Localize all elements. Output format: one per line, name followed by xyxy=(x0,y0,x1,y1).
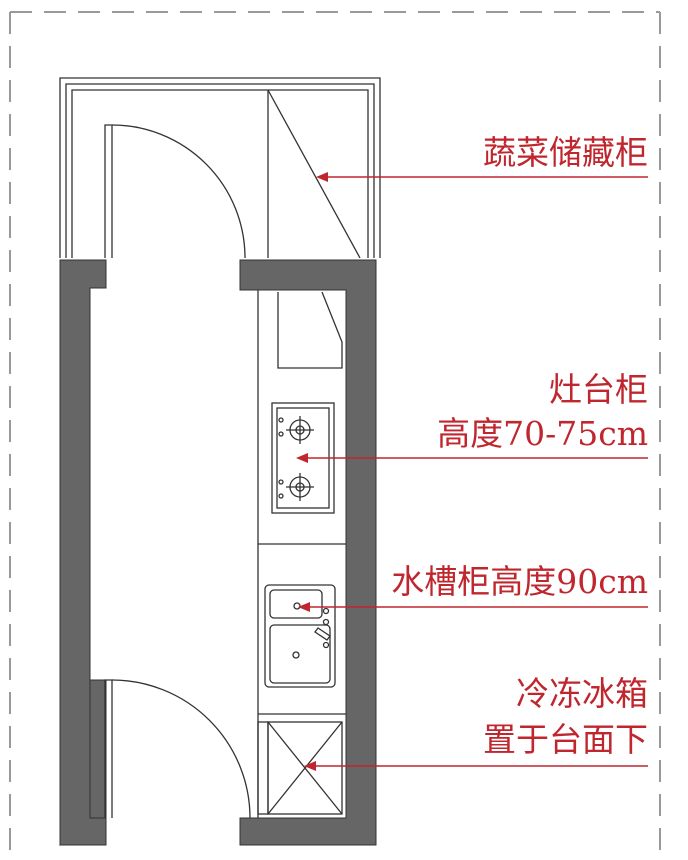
walls xyxy=(59,259,377,847)
label-stove-height: 高度70-75cm xyxy=(437,414,648,453)
leader-vegetable-cabinet xyxy=(316,172,648,182)
label-vegetable-cabinet: 蔬菜储藏柜 xyxy=(483,133,648,172)
corner-cabinet xyxy=(277,291,343,369)
leader-stove-cabinet xyxy=(296,453,648,463)
fridge-cross-icon xyxy=(257,721,343,815)
label-sink-cabinet: 水槽柜高度90cm xyxy=(391,562,648,601)
label-freezer-line2: 置于台面下 xyxy=(483,720,648,759)
double-sink-icon xyxy=(264,584,336,688)
counter-run xyxy=(257,290,346,818)
annotation-leaders xyxy=(296,172,648,771)
label-stove-cabinet: 灶台柜 xyxy=(549,370,648,409)
leader-sink-cabinet xyxy=(298,602,648,612)
lower-door xyxy=(104,679,251,819)
vegetable-storage-cabinet xyxy=(267,89,361,259)
label-freezer-line1: 冷冻冰箱 xyxy=(516,674,648,713)
upper-door xyxy=(104,124,246,259)
leader-freezer xyxy=(304,761,648,771)
storage-bay-outline xyxy=(59,77,381,258)
site-boundary xyxy=(9,11,661,858)
